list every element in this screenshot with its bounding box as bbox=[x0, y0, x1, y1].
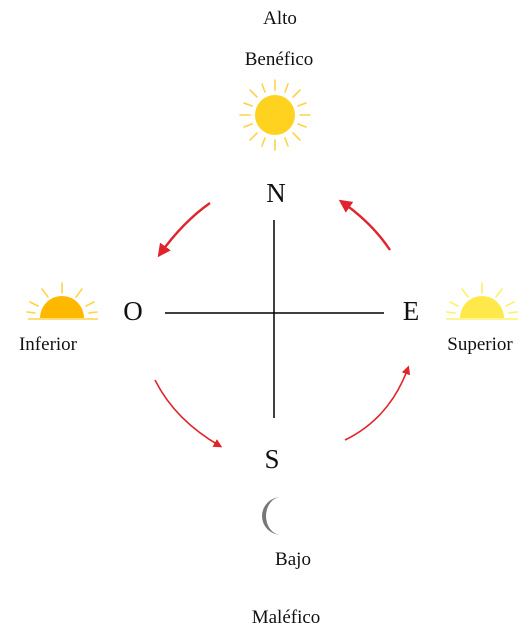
arrow-west-to-south bbox=[154, 379, 223, 448]
label-malefico: Maléfico bbox=[251, 607, 321, 628]
compass-west-label: O bbox=[123, 296, 143, 326]
arrow-south-to-east bbox=[344, 365, 411, 441]
label-superior: Superior bbox=[447, 334, 513, 355]
arrow-north-to-west bbox=[157, 202, 211, 258]
sun-icon bbox=[239, 79, 311, 151]
crescent-moon-icon bbox=[262, 497, 281, 535]
arrow-east-to-north bbox=[338, 199, 391, 251]
compass-north-label: N bbox=[266, 178, 286, 208]
label-benefico: Benéfico bbox=[244, 49, 314, 70]
half-sun-icon-right bbox=[446, 282, 518, 320]
compass-south-label: S bbox=[264, 444, 280, 474]
label-alto: Alto bbox=[263, 8, 297, 29]
label-inferior: Inferior bbox=[18, 334, 78, 355]
half-sun-icon-left bbox=[26, 282, 98, 320]
label-bajo: Bajo bbox=[275, 549, 311, 570]
compass-east-label: E bbox=[402, 296, 420, 326]
